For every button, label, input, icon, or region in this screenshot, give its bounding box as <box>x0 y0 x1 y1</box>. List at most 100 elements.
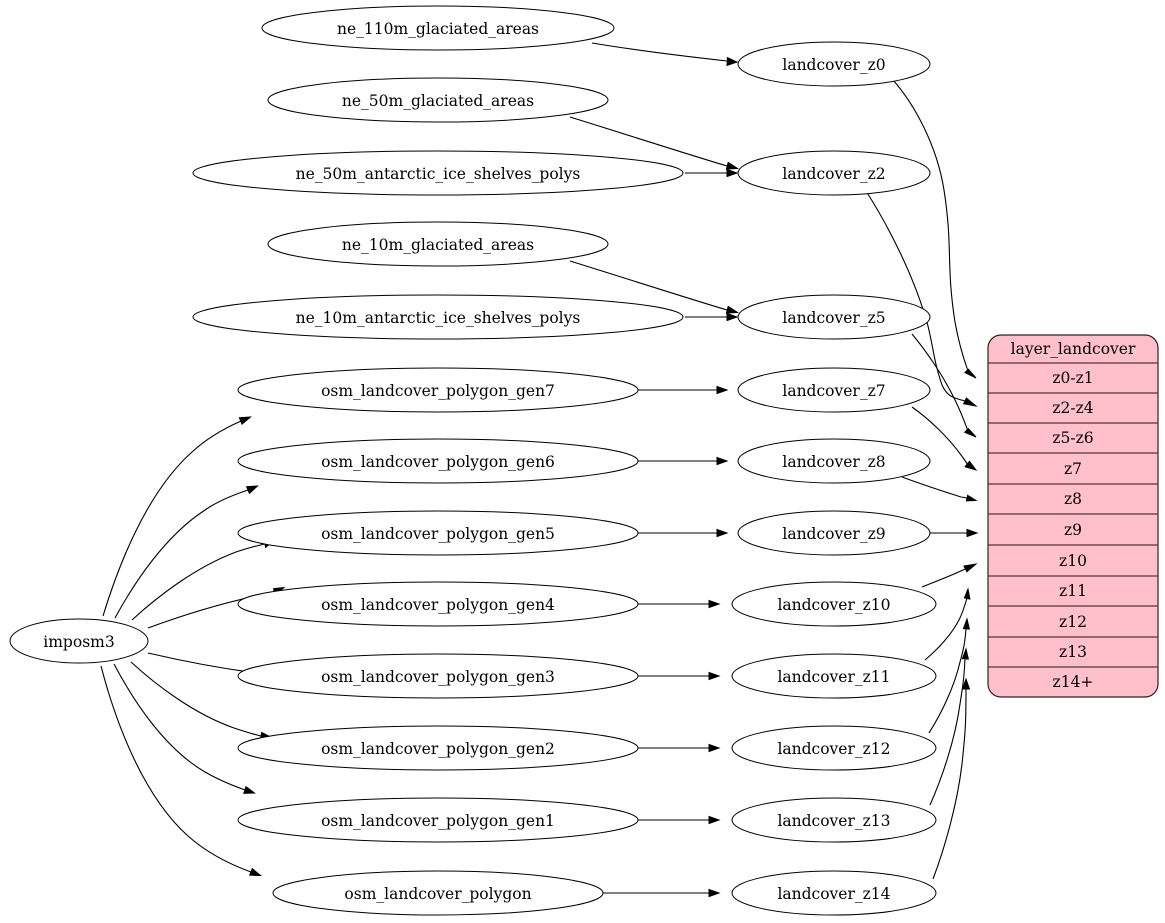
node-label: landcover_z13 <box>777 812 890 830</box>
edge-z2-to-row-z2z4 <box>865 190 978 407</box>
edge-z5-to-row-z5z6 <box>911 333 977 438</box>
node-landcover_z0[interactable]: landcover_z0 <box>737 41 931 87</box>
table-header-label: layer_landcover <box>1011 340 1136 358</box>
layer-landcover-table[interactable]: layer_landcover z0-z1 z2-z4 z5-z6 z7 z8 … <box>987 334 1159 698</box>
node-label: ne_50m_antarctic_ice_shelves_polys <box>296 165 581 183</box>
node-landcover_z13[interactable]: landcover_z13 <box>731 797 937 843</box>
edge-ne50glac-to-z2 <box>569 116 740 170</box>
node-landcover_z8[interactable]: landcover_z8 <box>737 438 931 484</box>
node-landcover_z12[interactable]: landcover_z12 <box>731 725 937 771</box>
edge-imposm3-to-polygon <box>100 665 262 877</box>
table-row-z9[interactable]: z9 <box>1064 521 1082 539</box>
node-landcover_z7[interactable]: landcover_z7 <box>737 367 931 413</box>
node-label: landcover_z2 <box>782 165 885 183</box>
table-row-z10[interactable]: z10 <box>1059 552 1087 570</box>
node-label: osm_landcover_polygon <box>344 885 531 903</box>
node-ne_10m_glaciated_areas[interactable]: ne_10m_glaciated_areas <box>267 221 609 267</box>
edge-gen1-to-z13 <box>638 815 721 825</box>
node-osm_landcover_polygon_gen4[interactable]: osm_landcover_polygon_gen4 <box>237 581 639 627</box>
node-landcover_z5[interactable]: landcover_z5 <box>737 294 931 340</box>
table-cell-label: z12 <box>1059 613 1087 631</box>
node-label: landcover_z14 <box>777 885 890 903</box>
edge-gen3-to-z11 <box>638 671 721 681</box>
node-osm_landcover_polygon_gen2[interactable]: osm_landcover_polygon_gen2 <box>237 725 639 771</box>
node-label: osm_landcover_polygon_gen1 <box>321 812 555 830</box>
table-row-z0-z1[interactable]: z0-z1 <box>1052 369 1093 387</box>
edge-ne10ant-to-z5 <box>685 312 739 322</box>
edge-ne50ant-to-z2 <box>685 168 739 178</box>
node-label: landcover_z0 <box>782 56 885 74</box>
table-cell-label: z5-z6 <box>1052 429 1093 447</box>
node-ne_50m_antarctic_ice_shelves_polys[interactable]: ne_50m_antarctic_ice_shelves_polys <box>192 150 684 196</box>
node-imposm3[interactable]: imposm3 <box>9 618 149 664</box>
table-row-z11[interactable]: z11 <box>1059 582 1087 600</box>
edge-gen6-to-z8 <box>638 456 729 466</box>
node-label: landcover_z8 <box>782 453 885 471</box>
table-row-z14-plus[interactable]: z14+ <box>1053 673 1094 691</box>
node-osm_landcover_polygon_gen1[interactable]: osm_landcover_polygon_gen1 <box>237 797 639 843</box>
node-label: landcover_z5 <box>782 309 885 327</box>
edge-ne10glac-to-z5 <box>569 260 740 314</box>
table-cell-label: z0-z1 <box>1052 369 1093 387</box>
node-osm_landcover_polygon_gen7[interactable]: osm_landcover_polygon_gen7 <box>237 367 639 413</box>
node-label: ne_110m_glaciated_areas <box>337 20 539 38</box>
edge-layer <box>100 42 979 898</box>
edge-z11-to-row-z11 <box>924 587 971 661</box>
node-osm_landcover_polygon_gen6[interactable]: osm_landcover_polygon_gen6 <box>237 438 639 484</box>
edge-z12-to-row-z12 <box>928 617 971 734</box>
table-row-z5-z6[interactable]: z5-z6 <box>1052 429 1093 447</box>
node-label: osm_landcover_polygon_gen6 <box>321 453 555 471</box>
table-row-z13[interactable]: z13 <box>1059 643 1087 661</box>
node-label: imposm3 <box>43 633 114 651</box>
edge-polygon-to-z14 <box>600 888 721 898</box>
node-label: landcover_z11 <box>777 668 890 686</box>
node-landcover_z10[interactable]: landcover_z10 <box>731 581 937 627</box>
node-label: landcover_z10 <box>777 596 890 614</box>
table-cell-label: z9 <box>1064 521 1082 539</box>
table-row-z2-z4[interactable]: z2-z4 <box>1052 399 1093 417</box>
node-landcover_z11[interactable]: landcover_z11 <box>731 653 937 699</box>
edge-z14-to-row-z14 <box>932 677 971 880</box>
table-cell-label: z8 <box>1064 490 1082 508</box>
node-label: osm_landcover_polygon_gen4 <box>321 596 555 614</box>
edge-gen5-to-z9 <box>638 528 729 538</box>
node-label: osm_landcover_polygon_gen3 <box>321 668 555 686</box>
edge-imposm3-to-gen1 <box>113 663 256 794</box>
table-row-z7[interactable]: z7 <box>1064 460 1082 478</box>
edge-z8-to-row-z8 <box>901 476 978 502</box>
node-label: ne_50m_glaciated_areas <box>342 92 534 110</box>
node-ne_10m_antarctic_ice_shelves_polys[interactable]: ne_10m_antarctic_ice_shelves_polys <box>192 294 684 340</box>
node-label: ne_10m_glaciated_areas <box>342 236 534 254</box>
node-ne_50m_glaciated_areas[interactable]: ne_50m_glaciated_areas <box>267 77 609 123</box>
table-cell-label: z2-z4 <box>1052 399 1093 417</box>
edge-gen2-to-z12 <box>638 743 721 753</box>
node-label: landcover_z9 <box>782 525 885 543</box>
node-layer: ne_110m_glaciated_areas ne_50m_glaciated… <box>9 5 937 916</box>
node-landcover_z9[interactable]: landcover_z9 <box>737 510 931 556</box>
node-osm_landcover_polygon_gen3[interactable]: osm_landcover_polygon_gen3 <box>237 653 639 699</box>
edge-imposm3-to-gen7 <box>102 416 252 617</box>
node-label: osm_landcover_polygon_gen2 <box>321 740 555 758</box>
table-cell-label: z10 <box>1059 552 1087 570</box>
node-landcover_z2[interactable]: landcover_z2 <box>737 150 931 196</box>
edge-gen7-to-z7 <box>638 385 729 395</box>
node-label: osm_landcover_polygon_gen7 <box>321 382 555 400</box>
edge-z0-to-row-z0z1 <box>892 79 977 379</box>
edge-gen4-to-z10 <box>638 599 721 609</box>
node-ne_110m_glaciated_areas[interactable]: ne_110m_glaciated_areas <box>261 5 615 51</box>
node-label: landcover_z12 <box>777 740 890 758</box>
table-cell-label: z14+ <box>1053 673 1094 691</box>
table-cell-label: z13 <box>1059 643 1087 661</box>
node-landcover_z14[interactable]: landcover_z14 <box>731 870 937 916</box>
node-label: osm_landcover_polygon_gen5 <box>321 525 555 543</box>
table-cell-label: z7 <box>1064 460 1082 478</box>
node-osm_landcover_polygon_gen5[interactable]: osm_landcover_polygon_gen5 <box>237 510 639 556</box>
table-row-z8[interactable]: z8 <box>1064 490 1082 508</box>
node-osm_landcover_polygon[interactable]: osm_landcover_polygon <box>272 870 604 916</box>
node-label: ne_10m_antarctic_ice_shelves_polys <box>296 309 581 327</box>
table-row-dividers <box>988 362 1158 668</box>
node-label: landcover_z7 <box>782 382 885 400</box>
table-row-z12[interactable]: z12 <box>1059 613 1087 631</box>
edge-z13-to-row-z13 <box>929 647 970 806</box>
